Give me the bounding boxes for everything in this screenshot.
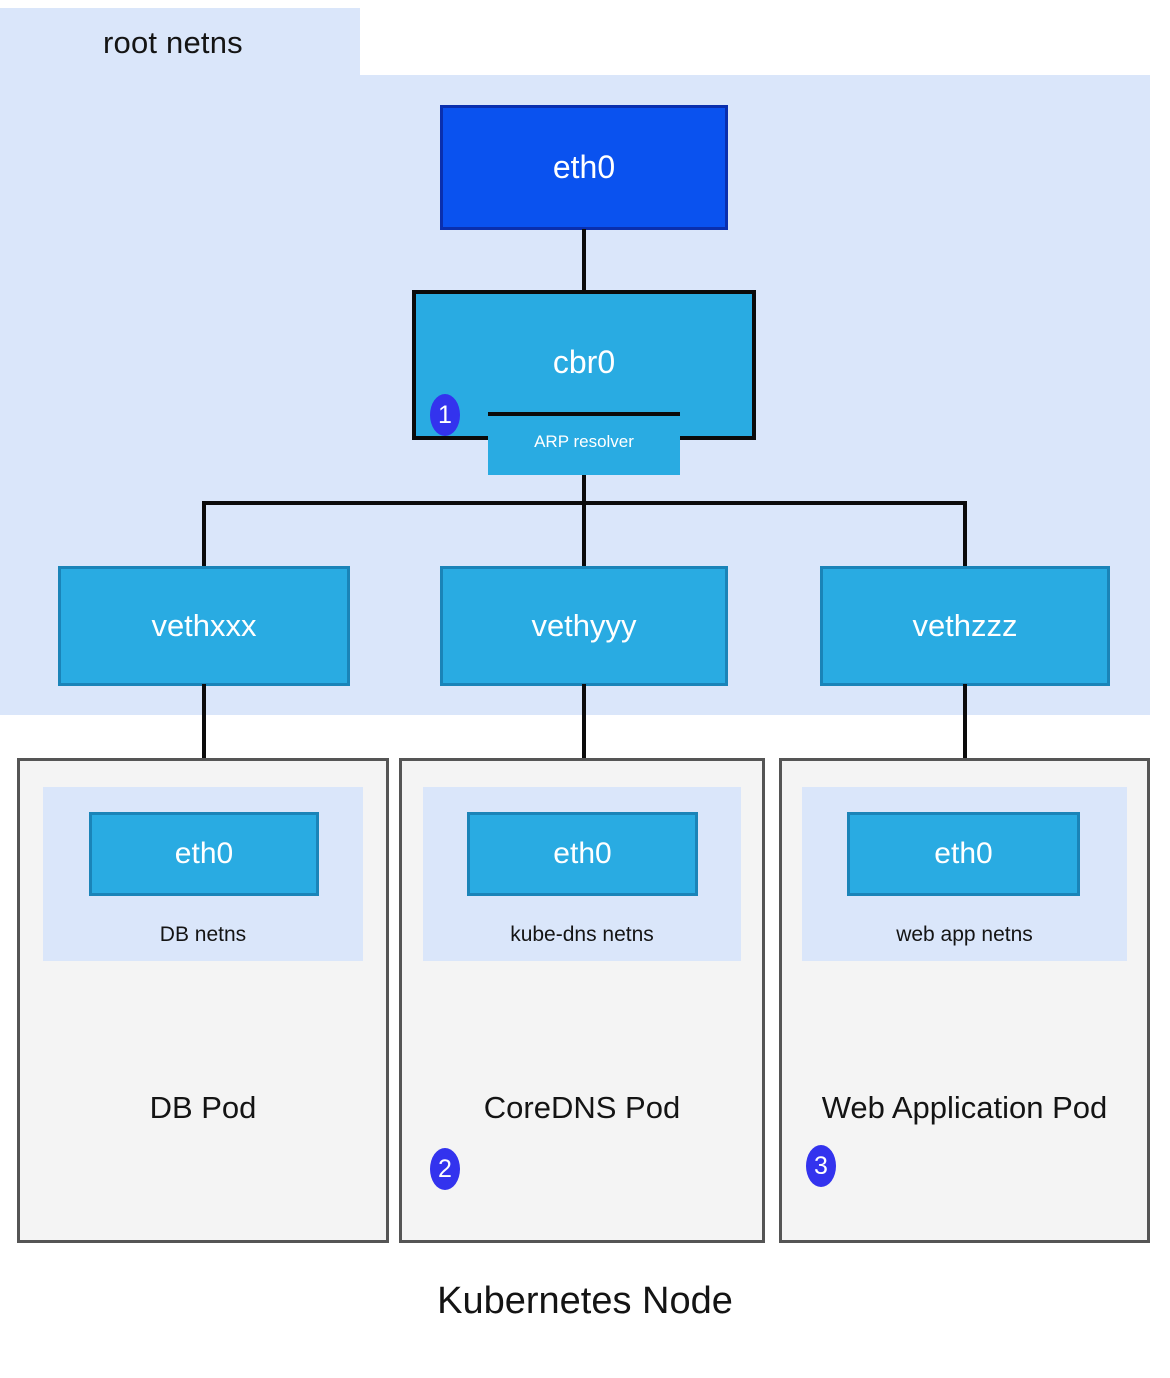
pod-eth0-webapp[interactable]: eth0 xyxy=(847,812,1080,896)
pod-eth0-label-coredns: eth0 xyxy=(553,837,612,870)
pod-eth0-label-webapp: eth0 xyxy=(934,837,993,870)
connector-bus-to-vethzzz xyxy=(963,501,967,568)
veth-label-vethzzz: vethzzz xyxy=(912,608,1018,643)
netns-label-webapp: web app netns xyxy=(896,923,1033,946)
veth-label-vethyyy: vethyyy xyxy=(531,608,637,643)
veth-label-vethxxx: vethxxx xyxy=(151,608,257,643)
veth-box-vethyyy[interactable]: vethyyy xyxy=(440,566,728,686)
cbr0-label: cbr0 xyxy=(552,344,616,380)
netns-label-coredns: kube-dns netns xyxy=(510,923,654,946)
veth-box-vethzzz[interactable]: vethzzz xyxy=(820,566,1110,686)
connector-arp-to-bus xyxy=(582,474,586,505)
step-badge-3-label: 3 xyxy=(814,1151,828,1180)
diagram-caption: Kubernetes Node xyxy=(437,1280,733,1322)
step-badge-2: 2 xyxy=(430,1148,460,1190)
pod-title-coredns: CoreDNS Pod xyxy=(483,1090,681,1125)
host-eth0-box[interactable]: eth0 xyxy=(440,105,728,230)
pod-title-db: DB Pod xyxy=(149,1090,257,1125)
connector-vethxxx-to-db-eth0 xyxy=(202,684,206,818)
host-eth0-label: eth0 xyxy=(552,149,616,185)
connector-bus-to-vethxxx xyxy=(202,501,206,568)
connector-eth0-to-cbr0 xyxy=(582,229,586,293)
pod-title-webapp: Web Application Pod xyxy=(821,1090,1108,1125)
step-badge-1: 1 xyxy=(430,394,460,436)
connector-vethyyy-to-coredns-eth0 xyxy=(582,684,586,818)
step-badge-2-label: 2 xyxy=(438,1154,452,1183)
step-badge-1-label: 1 xyxy=(438,400,452,429)
veth-box-vethxxx[interactable]: vethxxx xyxy=(58,566,350,686)
step-badge-3: 3 xyxy=(806,1145,836,1187)
arp-resolver-label: ARP resolver xyxy=(534,432,634,451)
netns-label-db: DB netns xyxy=(159,923,247,946)
connector-bus-to-vethyyy xyxy=(582,501,586,568)
pod-eth0-label-db: eth0 xyxy=(174,837,234,870)
root-netns-label: root netns xyxy=(103,25,243,60)
pod-eth0-coredns[interactable]: eth0 xyxy=(467,812,698,896)
pod-eth0-db[interactable]: eth0 xyxy=(89,812,319,896)
arp-resolver-box[interactable]: ARP resolver xyxy=(488,412,680,475)
connector-vethzzz-to-webapp-eth0 xyxy=(963,684,967,818)
root-netns-label-strip xyxy=(0,8,360,76)
